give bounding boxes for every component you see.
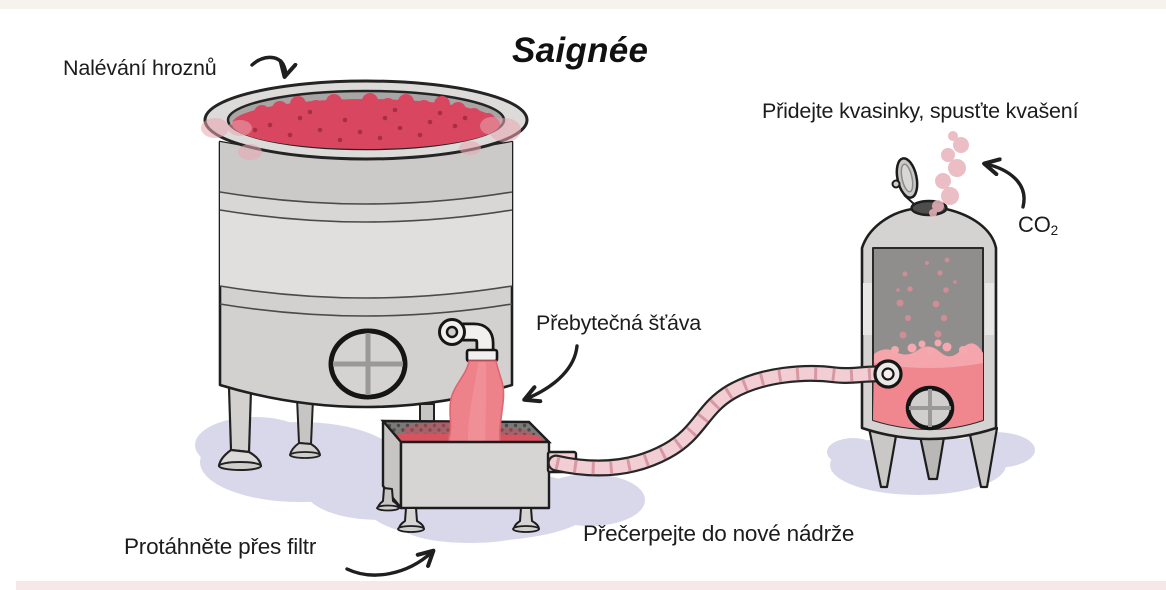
grape-dots [252, 107, 468, 143]
label-add-yeast: Přidejte kvasinky, spusťte kvašení [762, 99, 1079, 123]
co2-bubbles [896, 257, 957, 339]
arrow-co2 [986, 164, 1026, 209]
co2-smoke [929, 131, 969, 217]
arrow-excess-juice [526, 344, 579, 399]
bottom-edge-strip [16, 581, 1166, 590]
tank-lid [891, 157, 919, 205]
annotation-arrows [250, 55, 1026, 577]
fermentation-tank [860, 131, 999, 489]
filter-box-legs [376, 487, 540, 533]
large-tank [201, 79, 529, 471]
large-tank-legs [217, 386, 435, 471]
label-filter: Protáhněte přes filtr [124, 534, 317, 559]
arrow-filter [345, 552, 432, 577]
label-pour-grapes: Nalévání hroznů [63, 56, 217, 80]
hose [547, 364, 889, 477]
filter-box [376, 419, 578, 533]
co2-subscript: 2 [1050, 223, 1059, 238]
grapes [232, 93, 500, 149]
large-tank-light-band [220, 210, 512, 298]
tap-valve [438, 318, 499, 363]
label-pump: Přečerpejte do nové nádrže [583, 521, 855, 546]
surface-foam [891, 339, 967, 355]
top-edge-strip [0, 0, 1166, 9]
label-excess-juice: Přebytečná šťáva [536, 311, 702, 335]
rim-smudges [201, 117, 521, 160]
large-tank-seams [219, 191, 513, 317]
co2-base: CO [1018, 212, 1051, 237]
hose-inlet-port [873, 359, 903, 389]
arrow-pour-grapes [250, 55, 285, 75]
porthole [328, 328, 408, 400]
fermentation-tank-legs [867, 426, 999, 489]
fermentation-porthole [905, 385, 955, 431]
label-co2: CO2 [1018, 212, 1058, 238]
page-title: Saignée [512, 31, 649, 70]
